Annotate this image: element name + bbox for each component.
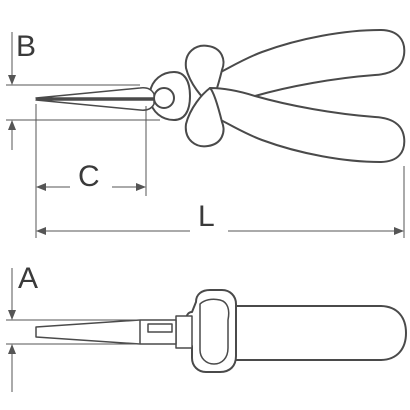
side-pivot-block [175,315,193,349]
dimension-l: L [35,166,405,238]
jaw-upper [35,87,155,99]
side-handle [215,305,407,361]
dimension-b: B [6,30,160,150]
jaw-lower [35,99,155,111]
pivot-rivet [153,87,175,109]
dimension-c: C [35,104,147,196]
top-view [35,29,406,163]
lower-handle [195,87,406,163]
side-view [35,289,407,373]
lower-grip-ring [184,87,225,148]
dimension-a: A [6,262,140,392]
side-rivet-cap [147,323,173,333]
side-grip-inner [199,298,230,365]
dim-b-label: B [16,30,36,63]
dim-c-label: C [78,160,100,193]
dim-l-label: L [198,200,215,233]
dim-a-label: A [18,262,38,295]
